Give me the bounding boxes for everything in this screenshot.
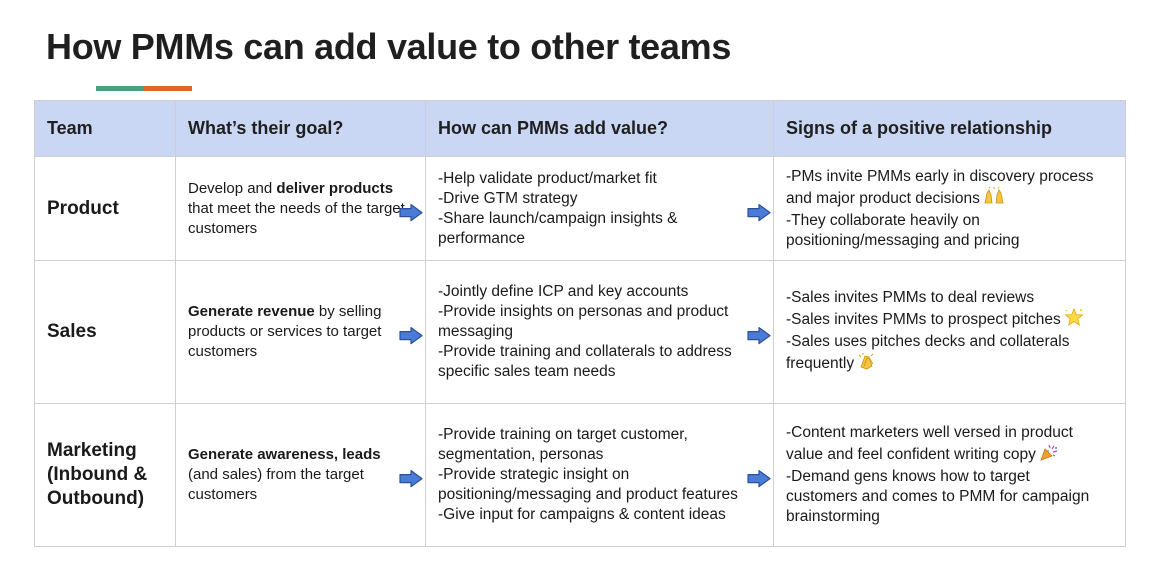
right-arrow-icon [399, 327, 423, 345]
value-line: -Provide training on target customer, [438, 426, 688, 443]
signs-cell: -Sales invites PMMs to deal reviews -Sale… [773, 260, 1126, 404]
sign-text: positioning/messaging and pricing [786, 231, 1020, 249]
goal-text: that meet the needs of the target custom… [188, 199, 405, 237]
value-line: positioning/messaging and product featur… [438, 486, 738, 503]
sign-line: -Sales uses pitches decks and collateral… [786, 332, 1113, 352]
right-arrow-icon [399, 203, 423, 221]
sign-text: -They collaborate heavily on [786, 211, 980, 229]
sign-line: -Content marketers well versed in produc… [786, 423, 1113, 443]
sign-text: -Sales uses pitches decks and collateral… [786, 333, 1070, 350]
team-name-line: (Inbound & [47, 464, 148, 485]
table-row: Sales Generate revenue by selling product… [34, 260, 1126, 404]
team-name-line: Product [47, 197, 119, 219]
sign-line: -Demand gens knows how to target [786, 467, 1113, 487]
sign-text: brainstorming [786, 508, 880, 525]
team-name-line: Marketing [47, 440, 137, 461]
sign-text: -PMs invite PMMs early in discovery proc… [786, 167, 1094, 185]
value-line: performance [438, 229, 526, 247]
value-line: segmentation, personas [438, 446, 604, 463]
sign-text: -Content marketers well versed in produc… [786, 424, 1073, 441]
sign-line: brainstorming [786, 507, 1113, 527]
raised-hands-icon [983, 186, 1005, 211]
goal-text: (and sales) from the target customers [188, 466, 364, 503]
sign-text: value and feel confident writing copy [786, 446, 1036, 463]
table-row: Product Develop and deliver products that… [34, 156, 1126, 261]
value-line: -Give input for campaigns & content idea… [438, 506, 726, 523]
sign-line: -Sales invites PMMs to prospect pitches [786, 307, 1113, 332]
team-name-line: Sales [47, 321, 97, 342]
value-cell: -Help validate product/market fit -Drive … [425, 156, 774, 261]
value-line: -Provide insights on personas and produc… [438, 303, 729, 320]
goal-highlight: Generate awareness, leads [188, 446, 381, 463]
signs-cell: -Content marketers well versed in produc… [773, 403, 1126, 547]
accent-bar-green [96, 86, 144, 91]
header-signs: Signs of a positive relationship [773, 100, 1126, 157]
party-popper-icon [1039, 443, 1059, 467]
right-arrow-icon [747, 327, 771, 345]
right-arrow-icon [399, 470, 423, 488]
sign-line: -PMs invite PMMs early in discovery proc… [786, 167, 1113, 187]
value-line: -Jointly define ICP and key accounts [438, 283, 689, 300]
table-row: Marketing (Inbound & Outbound) Generate awa… [34, 403, 1126, 547]
goal-cell: Develop and deliver products that meet t… [175, 156, 426, 261]
sign-text: customers and comes to PMM for campaign [786, 488, 1090, 505]
value-line: specific sales team needs [438, 363, 616, 380]
value-table: Team What’s their goal? How can PMMs add… [34, 100, 1126, 547]
accent-bar-orange [144, 86, 192, 91]
signs-cell: -PMs invite PMMs early in discovery proc… [773, 156, 1126, 261]
clapping-hands-icon [857, 352, 877, 376]
value-line: -Drive GTM strategy [438, 189, 578, 207]
sign-text: frequently [786, 355, 855, 372]
goal-text: by selling products or services to targe… [188, 303, 382, 360]
goal-highlight: Generate revenue [188, 303, 315, 320]
goal-cell: Generate awareness, leads (and sales) fr… [175, 403, 426, 547]
team-cell: Marketing (Inbound & Outbound) [34, 403, 176, 547]
sign-line: -Sales invites PMMs to deal reviews [786, 288, 1113, 308]
value-line: -Provide training and collaterals to add… [438, 343, 732, 360]
right-arrow-icon [747, 203, 771, 221]
value-line: messaging [438, 323, 513, 340]
header-team: Team [34, 100, 176, 157]
goal-text: Develop and [188, 179, 277, 197]
header-goal: What’s their goal? [175, 100, 426, 157]
header-value: How can PMMs add value? [425, 100, 774, 157]
sign-line: and major product decisions [786, 186, 1113, 211]
star-icon [1064, 307, 1084, 332]
team-cell: Sales [34, 260, 176, 404]
sign-line: -They collaborate heavily on [786, 211, 1113, 231]
sign-text: -Sales invites PMMs to prospect pitches [786, 311, 1061, 328]
value-line: -Share launch/campaign insights & [438, 209, 678, 227]
sign-line: value and feel confident writing copy [786, 443, 1113, 467]
value-cell: -Provide training on target customer, seg… [425, 403, 774, 547]
team-name-line: Outbound) [47, 488, 145, 509]
goal-highlight: deliver products [276, 179, 394, 197]
sign-line: customers and comes to PMM for campaign [786, 487, 1113, 507]
right-arrow-icon [747, 470, 771, 488]
sign-line: positioning/messaging and pricing [786, 231, 1113, 251]
page-title: How PMMs can add value to other teams [46, 26, 732, 67]
sign-text: and major product decisions [786, 189, 980, 207]
sign-line: frequently [786, 352, 1113, 376]
value-cell: -Jointly define ICP and key accounts -Pro… [425, 260, 774, 404]
header-row: Team What’s their goal? How can PMMs add… [34, 100, 1126, 157]
value-line: -Provide strategic insight on [438, 466, 630, 483]
value-line: -Help validate product/market fit [438, 169, 657, 187]
sign-text: -Sales invites PMMs to deal reviews [786, 289, 1035, 306]
sign-text: -Demand gens knows how to target [786, 468, 1030, 485]
goal-cell: Generate revenue by selling products or … [175, 260, 426, 404]
team-cell: Product [34, 156, 176, 261]
